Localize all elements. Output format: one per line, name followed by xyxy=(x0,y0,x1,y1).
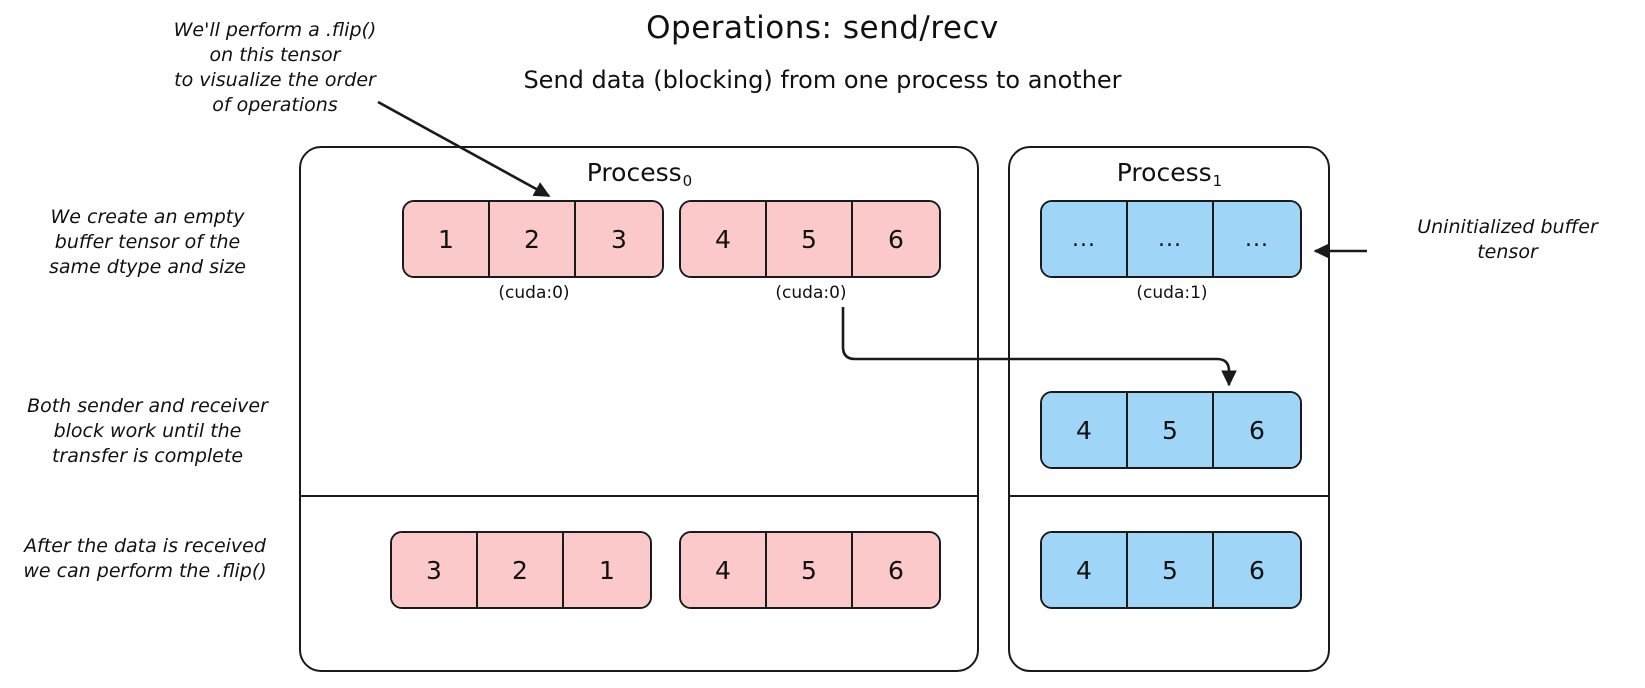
device-label-p0-top-left: (cuda:0) xyxy=(498,283,570,303)
process-1-divider xyxy=(1010,495,1328,497)
tensor-cell: 1 xyxy=(404,202,490,276)
process-0-panel: Process0 xyxy=(299,146,979,672)
tensor-cell: 6 xyxy=(853,533,939,607)
process-0-title: Process0 xyxy=(301,158,977,190)
tensor-cell: 2 xyxy=(478,533,564,607)
tensor-cell: 5 xyxy=(767,533,853,607)
tensor-cell: 4 xyxy=(681,533,767,607)
tensor-cell: 3 xyxy=(576,202,662,276)
tensor-p0-bottom-left: 3 2 1 xyxy=(390,531,652,609)
tensor-p0-top-right: 4 5 6 xyxy=(679,200,941,278)
tensor-p0-top-left: 1 2 3 xyxy=(402,200,664,278)
tensor-cell: 5 xyxy=(1128,393,1214,467)
tensor-cell: 6 xyxy=(1214,533,1300,607)
process-0-label: Process xyxy=(586,158,682,187)
process-1-label: Process xyxy=(1116,158,1212,187)
device-label-p1-buffer: (cuda:1) xyxy=(1136,283,1208,303)
device-label-p0-top-right: (cuda:0) xyxy=(775,283,847,303)
tensor-cell: ... xyxy=(1214,202,1300,276)
page-title: Operations: send/recv xyxy=(646,10,999,46)
tensor-p1-received: 4 5 6 xyxy=(1040,391,1302,469)
process-1-subscript: 1 xyxy=(1212,172,1223,190)
process-1-title: Process1 xyxy=(1010,158,1328,190)
tensor-cell: 6 xyxy=(1214,393,1300,467)
tensor-cell: 4 xyxy=(1042,393,1128,467)
process-0-divider xyxy=(301,495,977,497)
tensor-cell: ... xyxy=(1042,202,1128,276)
tensor-cell: 5 xyxy=(1128,533,1214,607)
tensor-cell: 5 xyxy=(767,202,853,276)
tensor-p0-bottom-right: 4 5 6 xyxy=(679,531,941,609)
tensor-cell: 6 xyxy=(853,202,939,276)
tensor-cell: 2 xyxy=(490,202,576,276)
process-1-panel: Process1 xyxy=(1008,146,1330,672)
tensor-cell: 1 xyxy=(564,533,650,607)
tensor-cell: 4 xyxy=(1042,533,1128,607)
page-subtitle: Send data (blocking) from one process to… xyxy=(523,66,1122,94)
tensor-p1-buffer: ... ... ... xyxy=(1040,200,1302,278)
tensor-p1-bottom: 4 5 6 xyxy=(1040,531,1302,609)
process-0-subscript: 0 xyxy=(682,172,693,190)
tensor-cell: 4 xyxy=(681,202,767,276)
tensor-cell: ... xyxy=(1128,202,1214,276)
tensor-cell: 3 xyxy=(392,533,478,607)
